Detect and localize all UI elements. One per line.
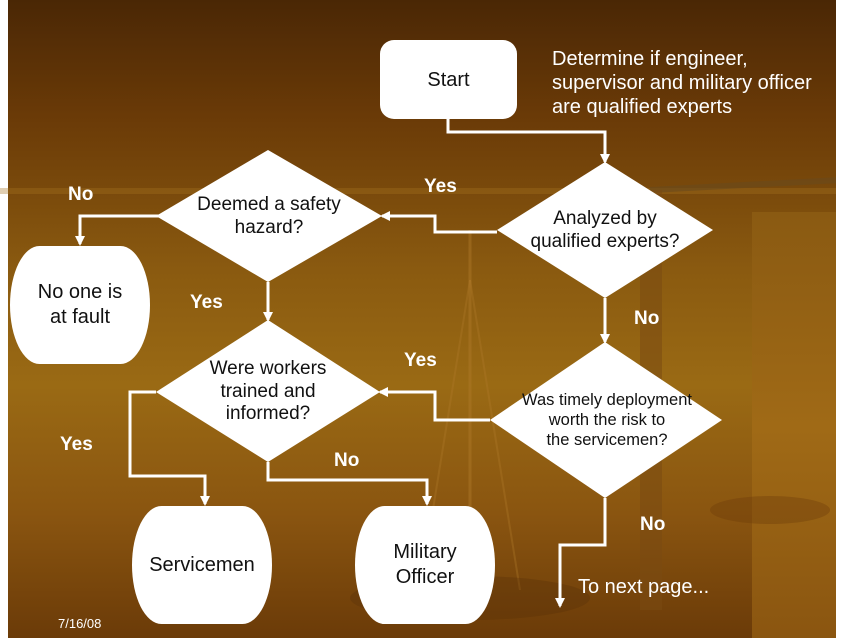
trained-line-2: trained and [220,380,316,402]
safety-diamond [156,150,382,282]
slide-frame-left [0,0,8,642]
qualification-note: Determine if engineer, supervisor and mi… [552,48,812,118]
safety-yes-label: Yes [190,292,223,313]
slide-date: 7/16/08 [58,616,102,631]
military-officer-node: Military Officer [355,506,495,624]
edge-start-analyzed [446,119,610,164]
slide-frame-bottom [0,638,850,642]
no-fault-line-1: No one is [37,281,123,303]
start-label: Start [427,68,470,91]
edge-timely-yes [378,387,490,422]
trained-diamond [156,320,380,462]
start-node: Start [380,40,517,119]
next-page-text: To next page... [578,576,710,598]
safety-text: Deemed a safety hazard? [176,192,362,242]
slide-frame-right [836,0,850,642]
no-fault-line-2: at fault [49,306,111,328]
edge-trained-no [266,462,432,506]
timely-line-2: worth the risk to [548,411,666,430]
safety-no-label: No [68,184,94,205]
edge-analyzed-yes [380,211,497,234]
background-panel [752,212,836,642]
analyzed-diamond [497,162,713,298]
trained-line-3: informed? [225,403,311,425]
safety-line-2: hazard? [234,217,304,238]
timely-line-3: the servicemen? [546,430,668,449]
analyzed-line-2: qualified experts? [530,231,680,252]
analyzed-text: Analyzed by qualified experts? [522,205,688,257]
timely-yes-label: Yes [404,350,437,371]
timely-no-label: No [640,514,666,535]
military-line-1: Military [393,541,457,563]
no-fault-node: No one is at fault [10,246,150,364]
timely-line-1: Was timely deployment [522,391,692,410]
trained-no-label: No [334,450,360,471]
analyzed-no-label: No [634,308,660,329]
servicemen-label: Servicemen [149,553,255,576]
military-line-2: Officer [395,566,455,588]
analyzed-yes-label: Yes [424,176,457,197]
servicemen-node: Servicemen [132,506,272,624]
trained-text: Were workers trained and informed? [186,354,350,430]
analyzed-line-1: Analyzed by [553,208,657,230]
timely-text: Was timely deployment worth the risk to … [502,386,712,456]
edge-safety-no [75,214,160,246]
edge-trained-yes [128,390,210,506]
edge-timely-no [555,498,607,608]
trained-line-1: Were workers [209,357,327,379]
timely-diamond [490,342,722,498]
trained-yes-label: Yes [60,434,93,455]
safety-line-1: Deemed a safety [197,194,341,216]
